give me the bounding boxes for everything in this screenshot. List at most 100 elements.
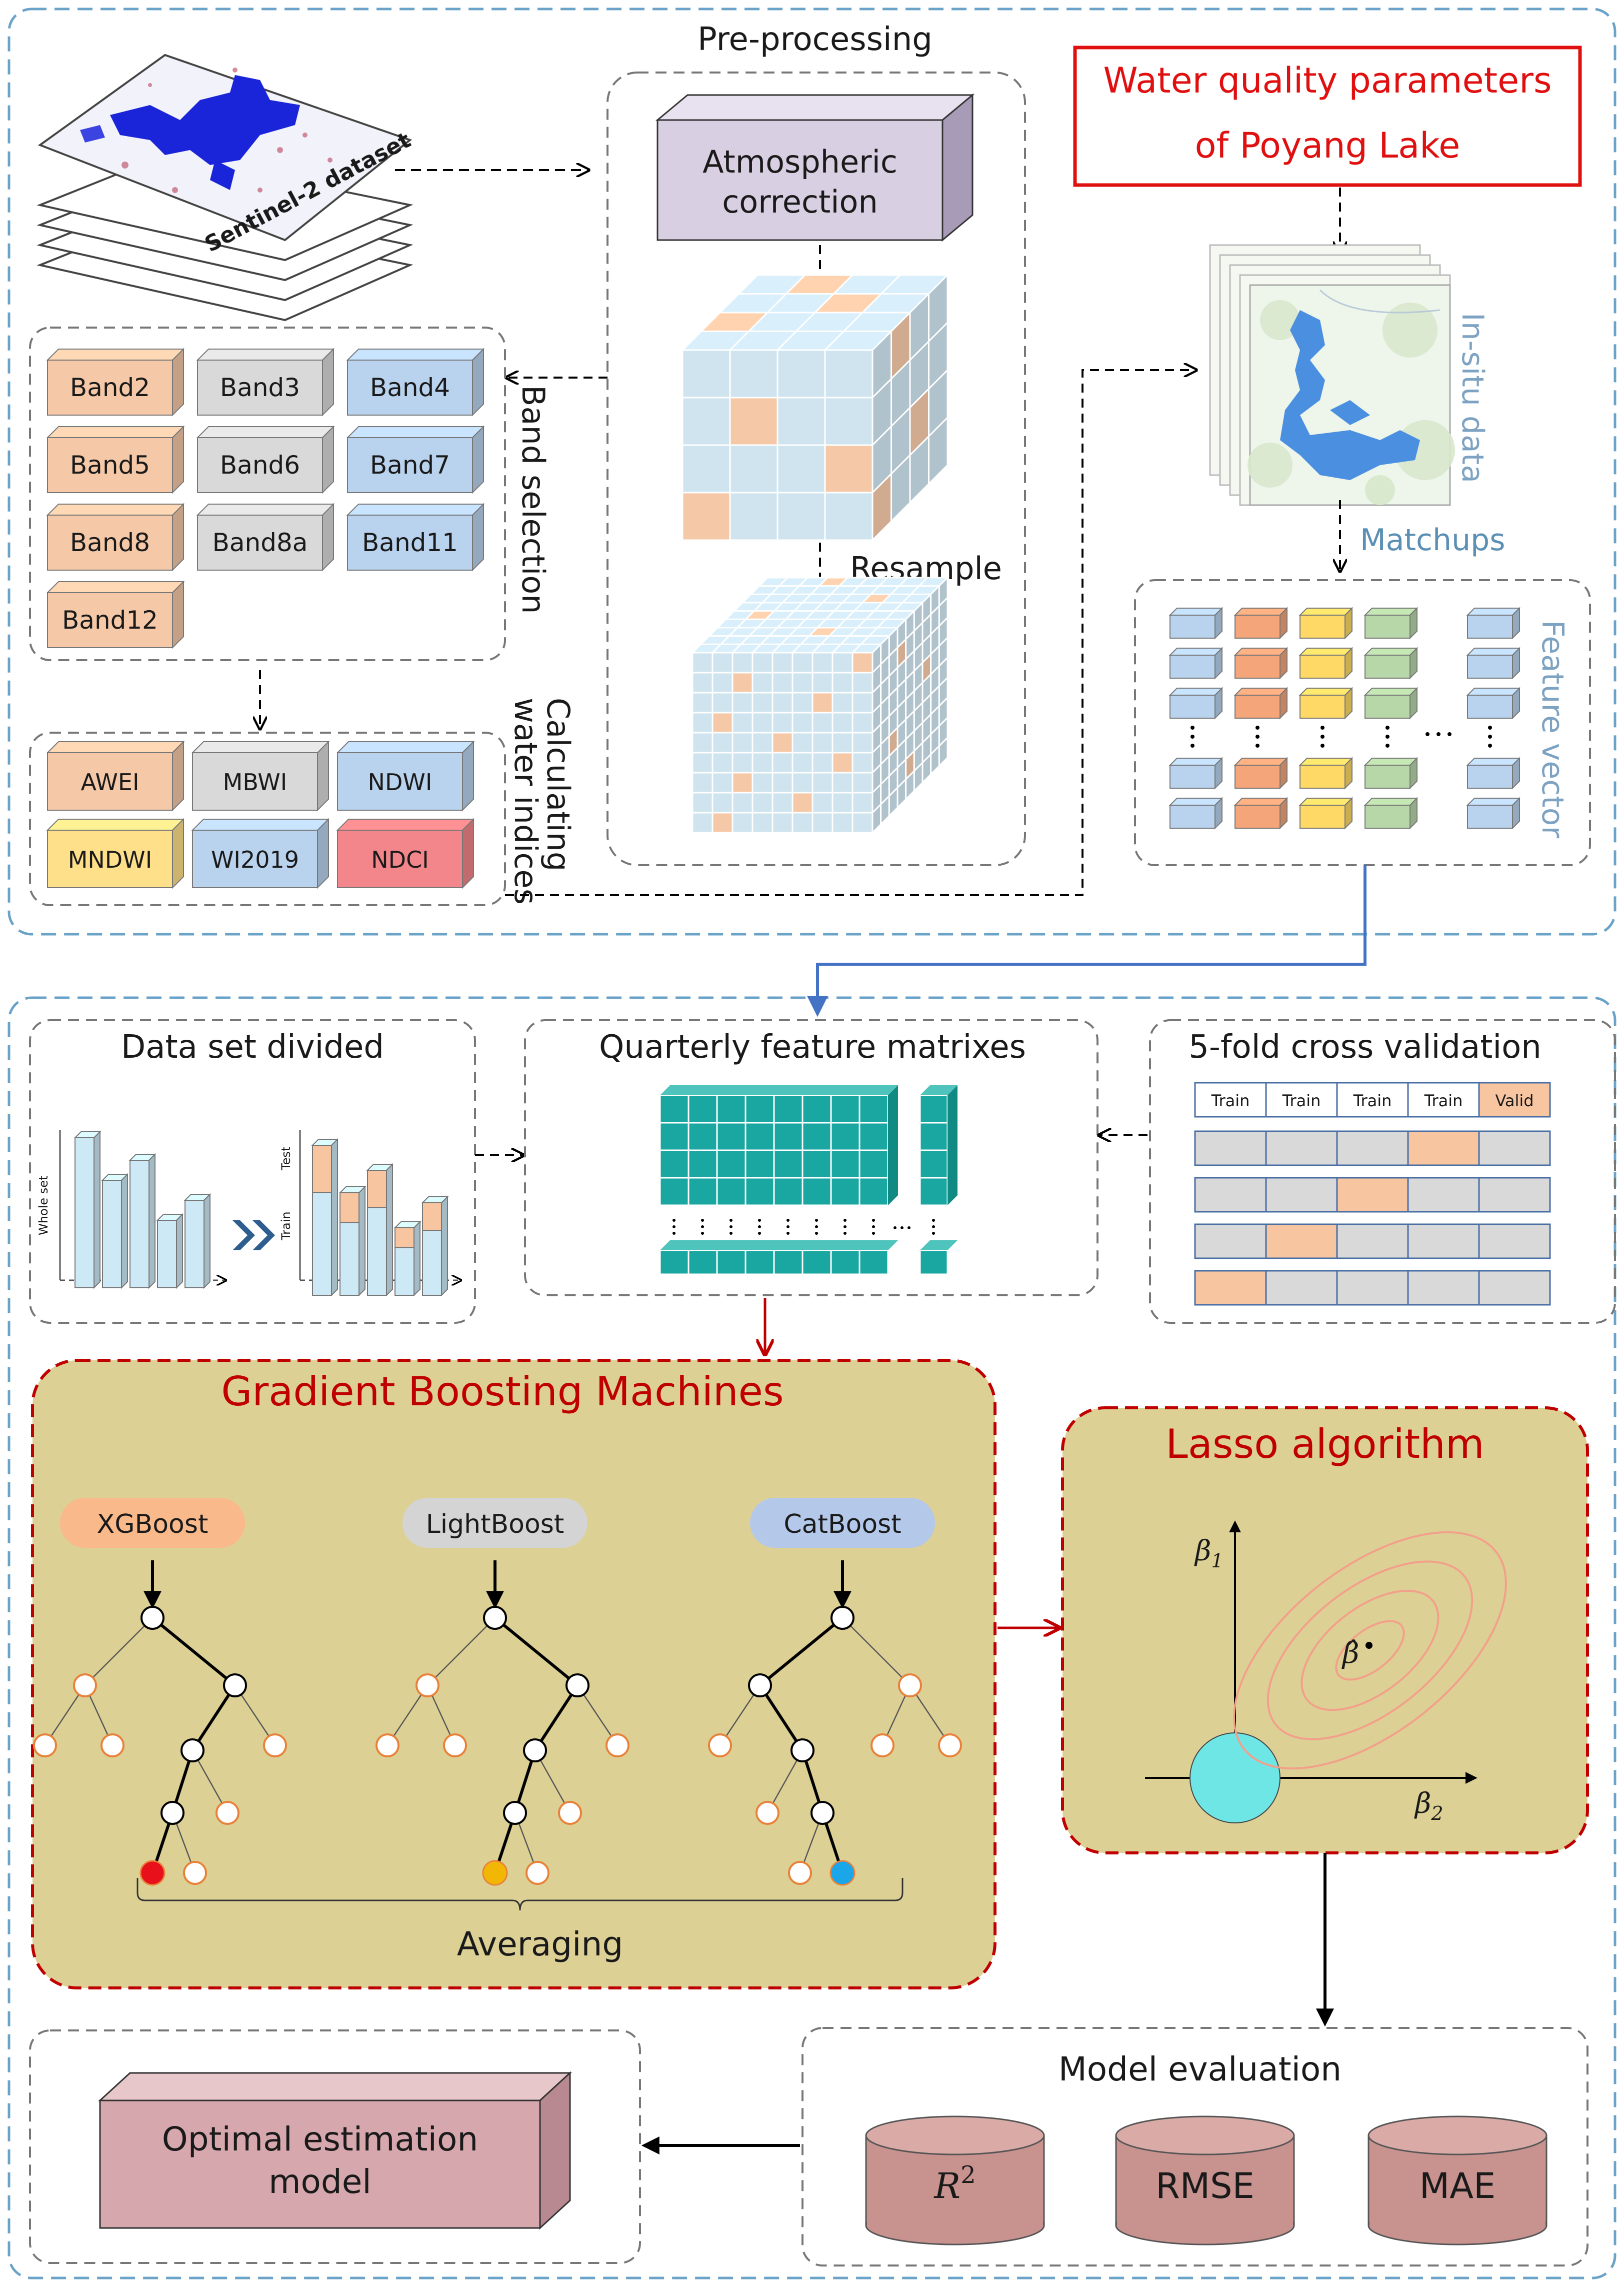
cv-fold-cell	[1478, 1223, 1551, 1259]
cube-cell	[824, 397, 874, 446]
cube-cell	[812, 672, 834, 694]
cube-cell	[692, 652, 714, 674]
cube-cell	[752, 712, 774, 734]
ellipsis-dot	[1256, 726, 1260, 730]
matrix-cell	[688, 1122, 718, 1151]
water-indices-label-1: Calculating	[540, 698, 576, 871]
band-chip-label: Band12	[62, 606, 158, 635]
cube-cell	[812, 652, 834, 674]
gbm-title: Gradient Boosting Machines	[221, 1368, 784, 1415]
cube-cell	[928, 416, 948, 486]
band-chip-label: Band3	[220, 373, 300, 402]
lasso-plot: β̂ β1 β2	[1145, 1520, 1507, 1824]
cube-cell	[772, 752, 794, 774]
beta1-label: β1	[1194, 1535, 1224, 1572]
matrix-cell	[802, 1094, 832, 1124]
tree-node	[160, 1801, 184, 1825]
metric-cylinder: RMSE	[1115, 2115, 1295, 2245]
cube-cell	[692, 672, 714, 694]
gbm-model: CatBoost	[708, 1498, 962, 1886]
cube-cell	[729, 492, 778, 541]
ellipsis-dot	[701, 1225, 704, 1228]
ellipsis-dot	[786, 1232, 790, 1235]
cv-fold-cell	[1478, 1270, 1551, 1306]
tree-node	[503, 1801, 527, 1825]
feature-cell	[1466, 797, 1521, 830]
band-chip-label: Band5	[70, 451, 150, 480]
test-bar	[340, 1192, 360, 1223]
matrix-cell	[773, 1122, 804, 1151]
tree-node	[100, 1733, 124, 1757]
ellipsis-dot	[900, 1226, 904, 1229]
feature-cell	[1466, 607, 1521, 640]
tree-node	[33, 1733, 57, 1757]
cylinder-top	[1368, 2115, 1548, 2155]
ellipsis-dot	[1190, 726, 1194, 730]
feature-cell	[1466, 647, 1521, 680]
cube-cell	[752, 652, 774, 674]
matrix-cell	[830, 1094, 860, 1124]
tree-node	[566, 1673, 590, 1697]
beta2-subscript: 2	[1430, 1802, 1443, 1824]
matrix-cell	[802, 1249, 832, 1275]
coarse-grid-cube	[680, 273, 950, 542]
cube-cell	[776, 349, 826, 399]
cube-cell	[832, 772, 854, 794]
top-section-frame	[8, 8, 1616, 936]
cube-cell	[792, 652, 814, 674]
matrix-cell	[688, 1094, 718, 1124]
band-chip: Band11	[346, 503, 485, 572]
cube-cell	[776, 444, 826, 494]
cv-fold-cell	[1407, 1223, 1480, 1259]
band-chip: Band3	[196, 348, 335, 417]
band-chip-label: Band2	[70, 373, 150, 402]
tree-node	[810, 1801, 834, 1825]
cube-cell	[712, 712, 734, 734]
ellipsis-dot	[1386, 744, 1390, 748]
ellipsis-dot	[872, 1232, 875, 1235]
cube-cell	[852, 732, 874, 754]
metric-name: RMSE	[1156, 2165, 1254, 2206]
cube-cell	[792, 672, 814, 694]
lake-map-shape	[1280, 310, 1420, 480]
feature-cell	[1168, 757, 1224, 790]
test-bar	[394, 1227, 414, 1248]
tree-node	[748, 1673, 772, 1697]
band-chip: Band8	[46, 503, 185, 572]
matchups-label: Matchups	[1360, 523, 1505, 558]
cube-cell	[752, 812, 774, 834]
tree-edge	[191, 1684, 236, 1751]
ellipsis-dot	[786, 1219, 790, 1222]
feature-vector-label: Feature vector	[1535, 620, 1570, 838]
band-chip: Band2	[46, 348, 185, 417]
cube-cell	[812, 812, 834, 834]
ellipsis-dot	[758, 1225, 761, 1228]
cube-cell	[692, 692, 714, 714]
tree-node	[523, 1738, 547, 1762]
cv-fold-cell	[1194, 1130, 1267, 1166]
tree-edge	[84, 1617, 153, 1686]
tree-leaf	[482, 1860, 508, 1886]
cv-header-cell	[1407, 1082, 1480, 1118]
lake-shape	[110, 75, 300, 165]
cube-cell	[712, 752, 734, 774]
matrix-cell	[744, 1149, 775, 1179]
cube-cell	[712, 692, 734, 714]
tree-edge	[759, 1616, 844, 1687]
tree-node	[788, 1861, 812, 1885]
tree-node	[938, 1733, 962, 1757]
cube-cell	[824, 349, 874, 399]
matrix-side	[948, 1085, 958, 1205]
averaging-brace	[136, 1878, 904, 1911]
ellipsis-dot	[1386, 735, 1390, 739]
ellipsis-dot	[844, 1225, 846, 1228]
metric-label: MAE	[1420, 2165, 1496, 2206]
cv-fold-cell	[1336, 1130, 1409, 1166]
cv-fold-cell	[1265, 1223, 1338, 1259]
band-chip-label: Band4	[370, 373, 450, 402]
ellipsis-dot	[1320, 726, 1324, 730]
model-name: CatBoost	[784, 1509, 901, 1539]
tree-node	[376, 1733, 400, 1757]
